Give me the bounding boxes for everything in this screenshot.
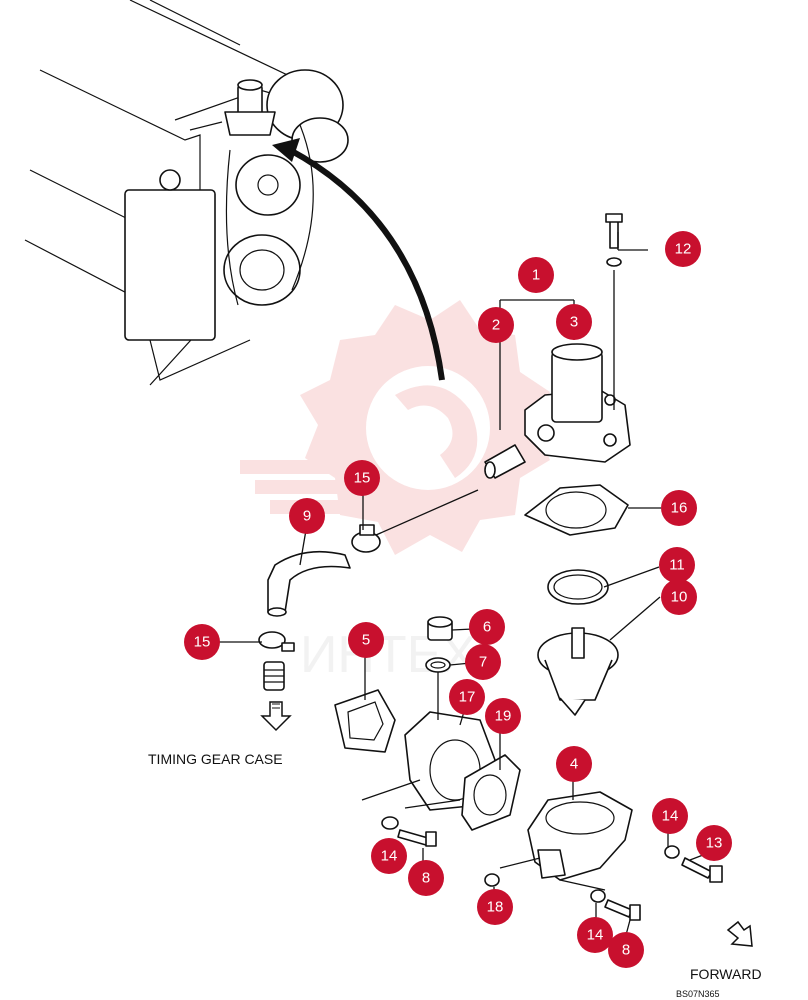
part-clamp-15-lower xyxy=(258,631,295,691)
svg-text:13: 13 xyxy=(706,835,723,852)
svg-text:14: 14 xyxy=(587,927,604,944)
forward-label: FORWARD xyxy=(690,966,762,982)
part-plug-6 xyxy=(427,616,453,641)
part-gasket-16 xyxy=(524,484,629,536)
part-washer-14-left xyxy=(381,816,399,830)
callout-5: 5 xyxy=(348,622,384,658)
part-bolt-8-bottom xyxy=(604,899,641,921)
svg-text:8: 8 xyxy=(422,870,430,887)
engine-block xyxy=(24,0,349,386)
svg-text:11: 11 xyxy=(669,557,685,574)
callout-7: 7 xyxy=(465,644,501,680)
svg-text:3: 3 xyxy=(570,314,578,331)
callout-13: 13 xyxy=(696,825,732,861)
svg-text:7: 7 xyxy=(479,654,487,671)
svg-text:12: 12 xyxy=(675,241,692,258)
timing-gear-case-label: TIMING GEAR CASE xyxy=(148,751,283,767)
callout-15-lower: 15 xyxy=(184,624,220,660)
part-washer-18 xyxy=(484,873,500,887)
callout-2: 2 xyxy=(478,307,514,343)
callout-17: 17 xyxy=(449,679,485,715)
svg-text:2: 2 xyxy=(492,317,500,334)
svg-text:16: 16 xyxy=(671,500,688,517)
callout-10: 10 xyxy=(661,579,697,615)
part-hose-9 xyxy=(267,550,351,617)
callout-14-left: 14 xyxy=(371,838,407,874)
svg-text:5: 5 xyxy=(362,632,370,649)
callout-16: 16 xyxy=(661,490,697,526)
part-clamp-15-upper xyxy=(351,524,381,553)
callout-18: 18 xyxy=(477,889,513,925)
callout-4: 4 xyxy=(556,746,592,782)
part-washer-14-bottom xyxy=(590,889,606,903)
callout-6: 6 xyxy=(469,609,505,645)
svg-text:15: 15 xyxy=(194,634,211,651)
callout-1: 1 xyxy=(518,257,554,293)
arrow-forward-icon xyxy=(726,920,753,947)
callout-19: 19 xyxy=(485,698,521,734)
svg-text:8: 8 xyxy=(622,942,630,959)
part-thermostat-cover xyxy=(524,343,631,463)
part-bolt-8-left xyxy=(397,829,437,847)
drawing-code: BS07N365 xyxy=(676,989,720,999)
callout-8-bottom: 8 xyxy=(608,932,644,968)
callout-3: 3 xyxy=(556,304,592,340)
callout-14-right: 14 xyxy=(652,798,688,834)
part-gasket-19 xyxy=(461,754,521,831)
svg-text:18: 18 xyxy=(487,899,504,916)
part-bolt-13 xyxy=(681,857,723,883)
callout-11: 11 xyxy=(659,547,695,583)
part-nipple xyxy=(484,444,526,479)
callout-14-bottom: 14 xyxy=(577,917,613,953)
svg-text:1: 1 xyxy=(532,267,540,284)
arrow-down-icon xyxy=(260,701,292,732)
svg-text:4: 4 xyxy=(570,756,578,773)
svg-text:19: 19 xyxy=(495,708,512,725)
svg-text:6: 6 xyxy=(483,619,491,636)
svg-text:9: 9 xyxy=(303,508,311,525)
direction-arrow-curved xyxy=(272,138,445,381)
part-gasket-5 xyxy=(334,689,396,753)
part-housing-4 xyxy=(527,791,633,881)
part-bolt-washer-12 xyxy=(605,213,623,267)
callout-12: 12 xyxy=(665,231,701,267)
part-thermostat-10 xyxy=(537,627,619,716)
part-ring-11 xyxy=(547,569,609,605)
svg-text:14: 14 xyxy=(381,848,398,865)
svg-text:14: 14 xyxy=(662,808,679,825)
svg-text:15: 15 xyxy=(354,470,371,487)
part-washer-14-right xyxy=(664,845,680,859)
callout-15-upper: 15 xyxy=(344,460,380,496)
svg-text:10: 10 xyxy=(671,589,688,606)
svg-text:17: 17 xyxy=(459,689,476,706)
part-washer-7 xyxy=(425,657,451,673)
callout-9: 9 xyxy=(289,498,325,534)
callout-8-left: 8 xyxy=(408,860,444,896)
